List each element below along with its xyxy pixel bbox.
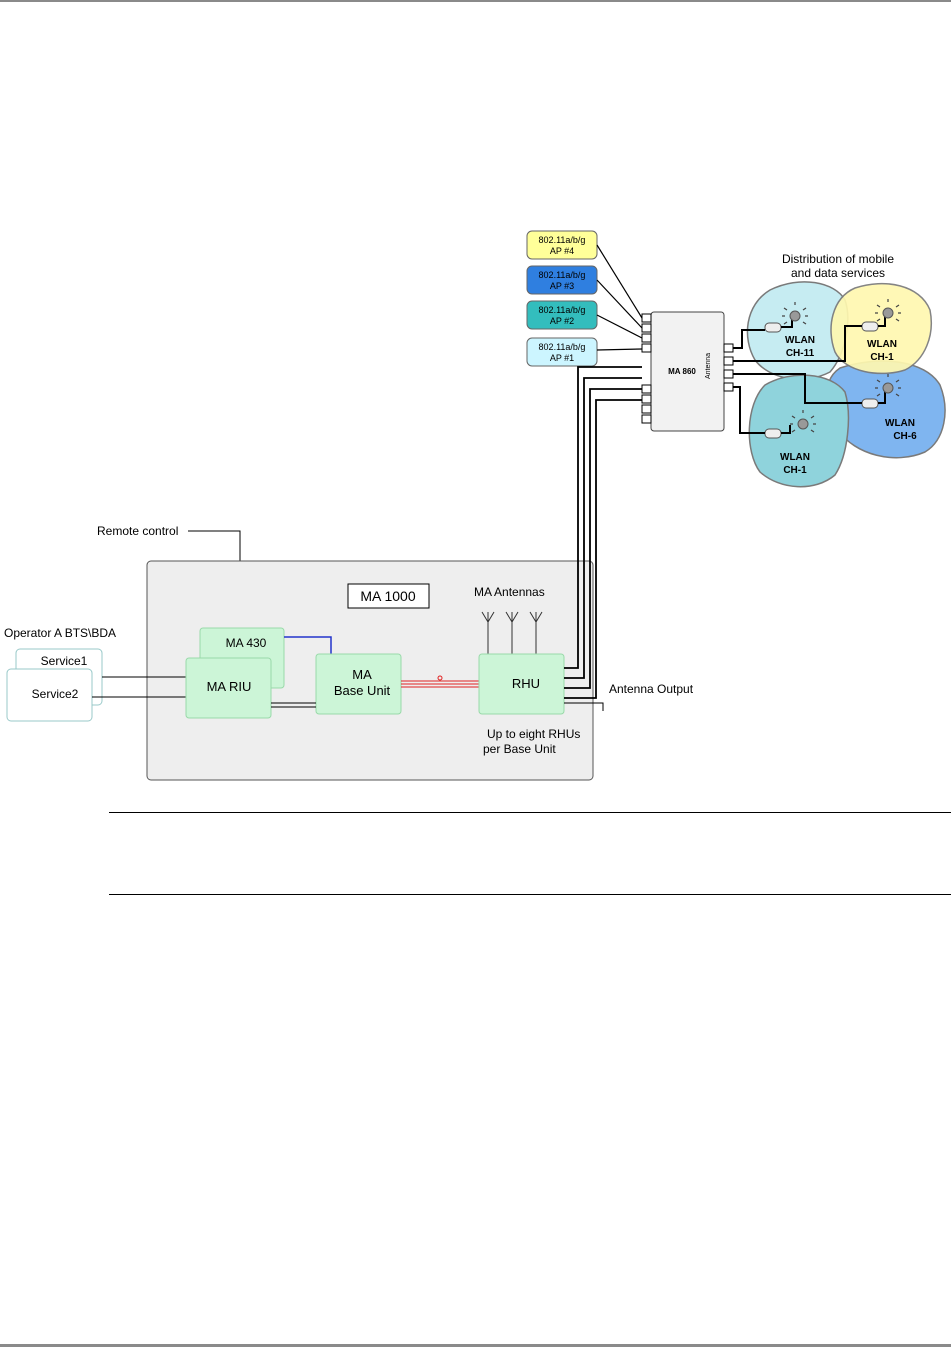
coverage-zones [746,281,946,488]
ma860-side-label: Antenna [705,353,712,379]
zone-label-ch1-top-line2: CH-1 [870,352,894,363]
rhu-note-line2: per Base Unit [483,742,556,756]
ma-antenna-icons [481,611,543,656]
page-bottom-rule [0,1344,951,1347]
zone-label-ch6-line2: CH-6 [893,431,917,442]
zone-label-ch1-bottom-line2: CH-1 [783,465,807,476]
riu-base-link [271,702,316,708]
ap-3-line1: 802.11a/b/g [539,270,586,280]
distribution-label-line1: Distribution of mobile [782,252,894,266]
zone-label-ch11-line2: CH-11 [786,348,815,359]
ma-riu-box [185,657,272,719]
ap-4-line2: AP #4 [550,246,574,256]
ap-1-line1: 802.11a/b/g [539,342,586,352]
rhu-label: RHU [512,676,540,691]
base-unit-line1: MA [352,667,372,682]
zone-ch1-top [830,282,932,375]
operator-label: Operator A BTS\BDA [4,626,116,640]
ma1000-title: MA 1000 [360,588,415,604]
zone-ch11 [746,281,849,380]
rhu-output-pigtail [564,702,604,711]
ap-2-line2: AP #2 [550,316,574,326]
antennas-label: MA Antennas [474,585,545,599]
ma1000-title-box [347,583,430,609]
remote-control-label: Remote control [97,524,178,538]
ap-units: 802.11a/b/g AP #4 802.11a/b/g AP #3 802.… [526,230,598,367]
ma430-label: MA 430 [226,636,267,650]
zone-labels: WLAN CH-11 WLAN CH-1 WLAN CH-6 WLAN CH-1 [780,335,917,476]
rhu-note-line1: Up to eight RHUs [487,727,580,741]
ma860-label: MA 860 [668,367,696,376]
caption-rule-bottom [109,894,951,895]
service2-box [6,668,93,722]
ma-riu-label: MA RIU [207,679,252,694]
control-link [284,636,332,654]
rhu-box [478,653,565,715]
ap-2-line1: 802.11a/b/g [539,305,586,315]
ap-3-line2: AP #3 [550,281,574,291]
distribution-label-line2: and data services [791,266,885,280]
service1-label: Service1 [41,654,88,668]
ap-cables [596,244,643,351]
zone-label-ch1-top-line1: WLAN [867,339,897,350]
service-links [92,676,186,698]
ap-1-line2: AP #1 [550,353,574,363]
ma860-unit: MA 860 Antenna [641,311,734,432]
page-top-rule [0,0,951,2]
zone-label-ch11-line1: WLAN [785,335,815,346]
zone-antennas [764,307,894,439]
ap-box-1 [526,337,598,367]
base-unit-line2: Base Unit [334,683,391,698]
service2-label: Service2 [32,687,79,701]
antenna-output-label: Antenna Output [609,682,694,696]
zone-label-ch6-line1: WLAN [885,418,915,429]
ap-4-line1: 802.11a/b/g [539,235,586,245]
zone-feeds [733,325,862,434]
zone-label-ch1-bottom-line1: WLAN [780,452,810,463]
fiber-link [401,675,479,688]
caption-rule-top [109,812,951,813]
rhu-uplinks [564,366,642,699]
antenna-radiation-marks [782,299,901,433]
